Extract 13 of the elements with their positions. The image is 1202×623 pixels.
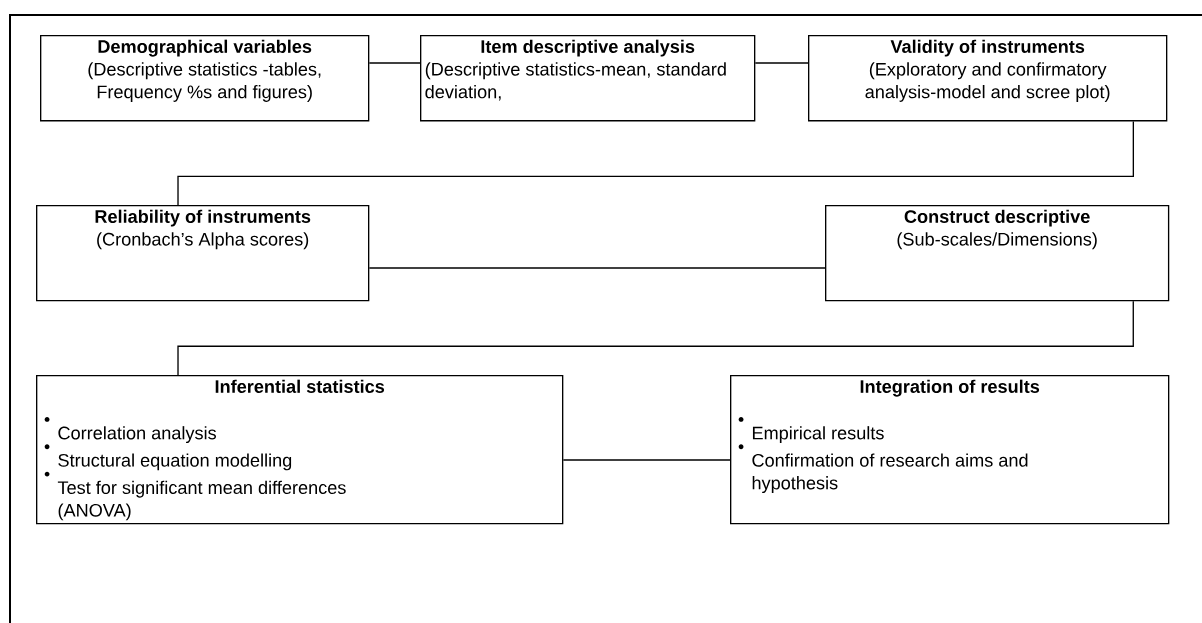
process-box: Construct descriptive (Sub-scales/Dimensions) (825, 205, 1170, 302)
process-box: Item descriptive analysis (Descriptive statistics-mean, standard deviation, (420, 35, 756, 122)
connector-line (562, 459, 731, 461)
process-box: Inferential statistics Correlation analysis Structural equation modelling Test for significant mean differences (ANOVA) (36, 375, 564, 525)
connector-line (368, 62, 421, 64)
connector-line (177, 120, 1134, 206)
connector-line (177, 300, 1134, 376)
process-box: Reliability of instruments (Cronbach’s Alpha scores) (36, 205, 370, 302)
process-box: Demographical variables (Descriptive statistics -tables, Frequency %s and figures) (40, 35, 370, 122)
connector-line (754, 62, 809, 64)
process-box: Validity of instruments (Exploratory and confirmatory analysis-model and scree plot) (808, 35, 1168, 122)
connector-line (368, 267, 826, 269)
process-box: Integration of results Empirical results Confirmation of research aims and hypothesis (730, 375, 1170, 525)
